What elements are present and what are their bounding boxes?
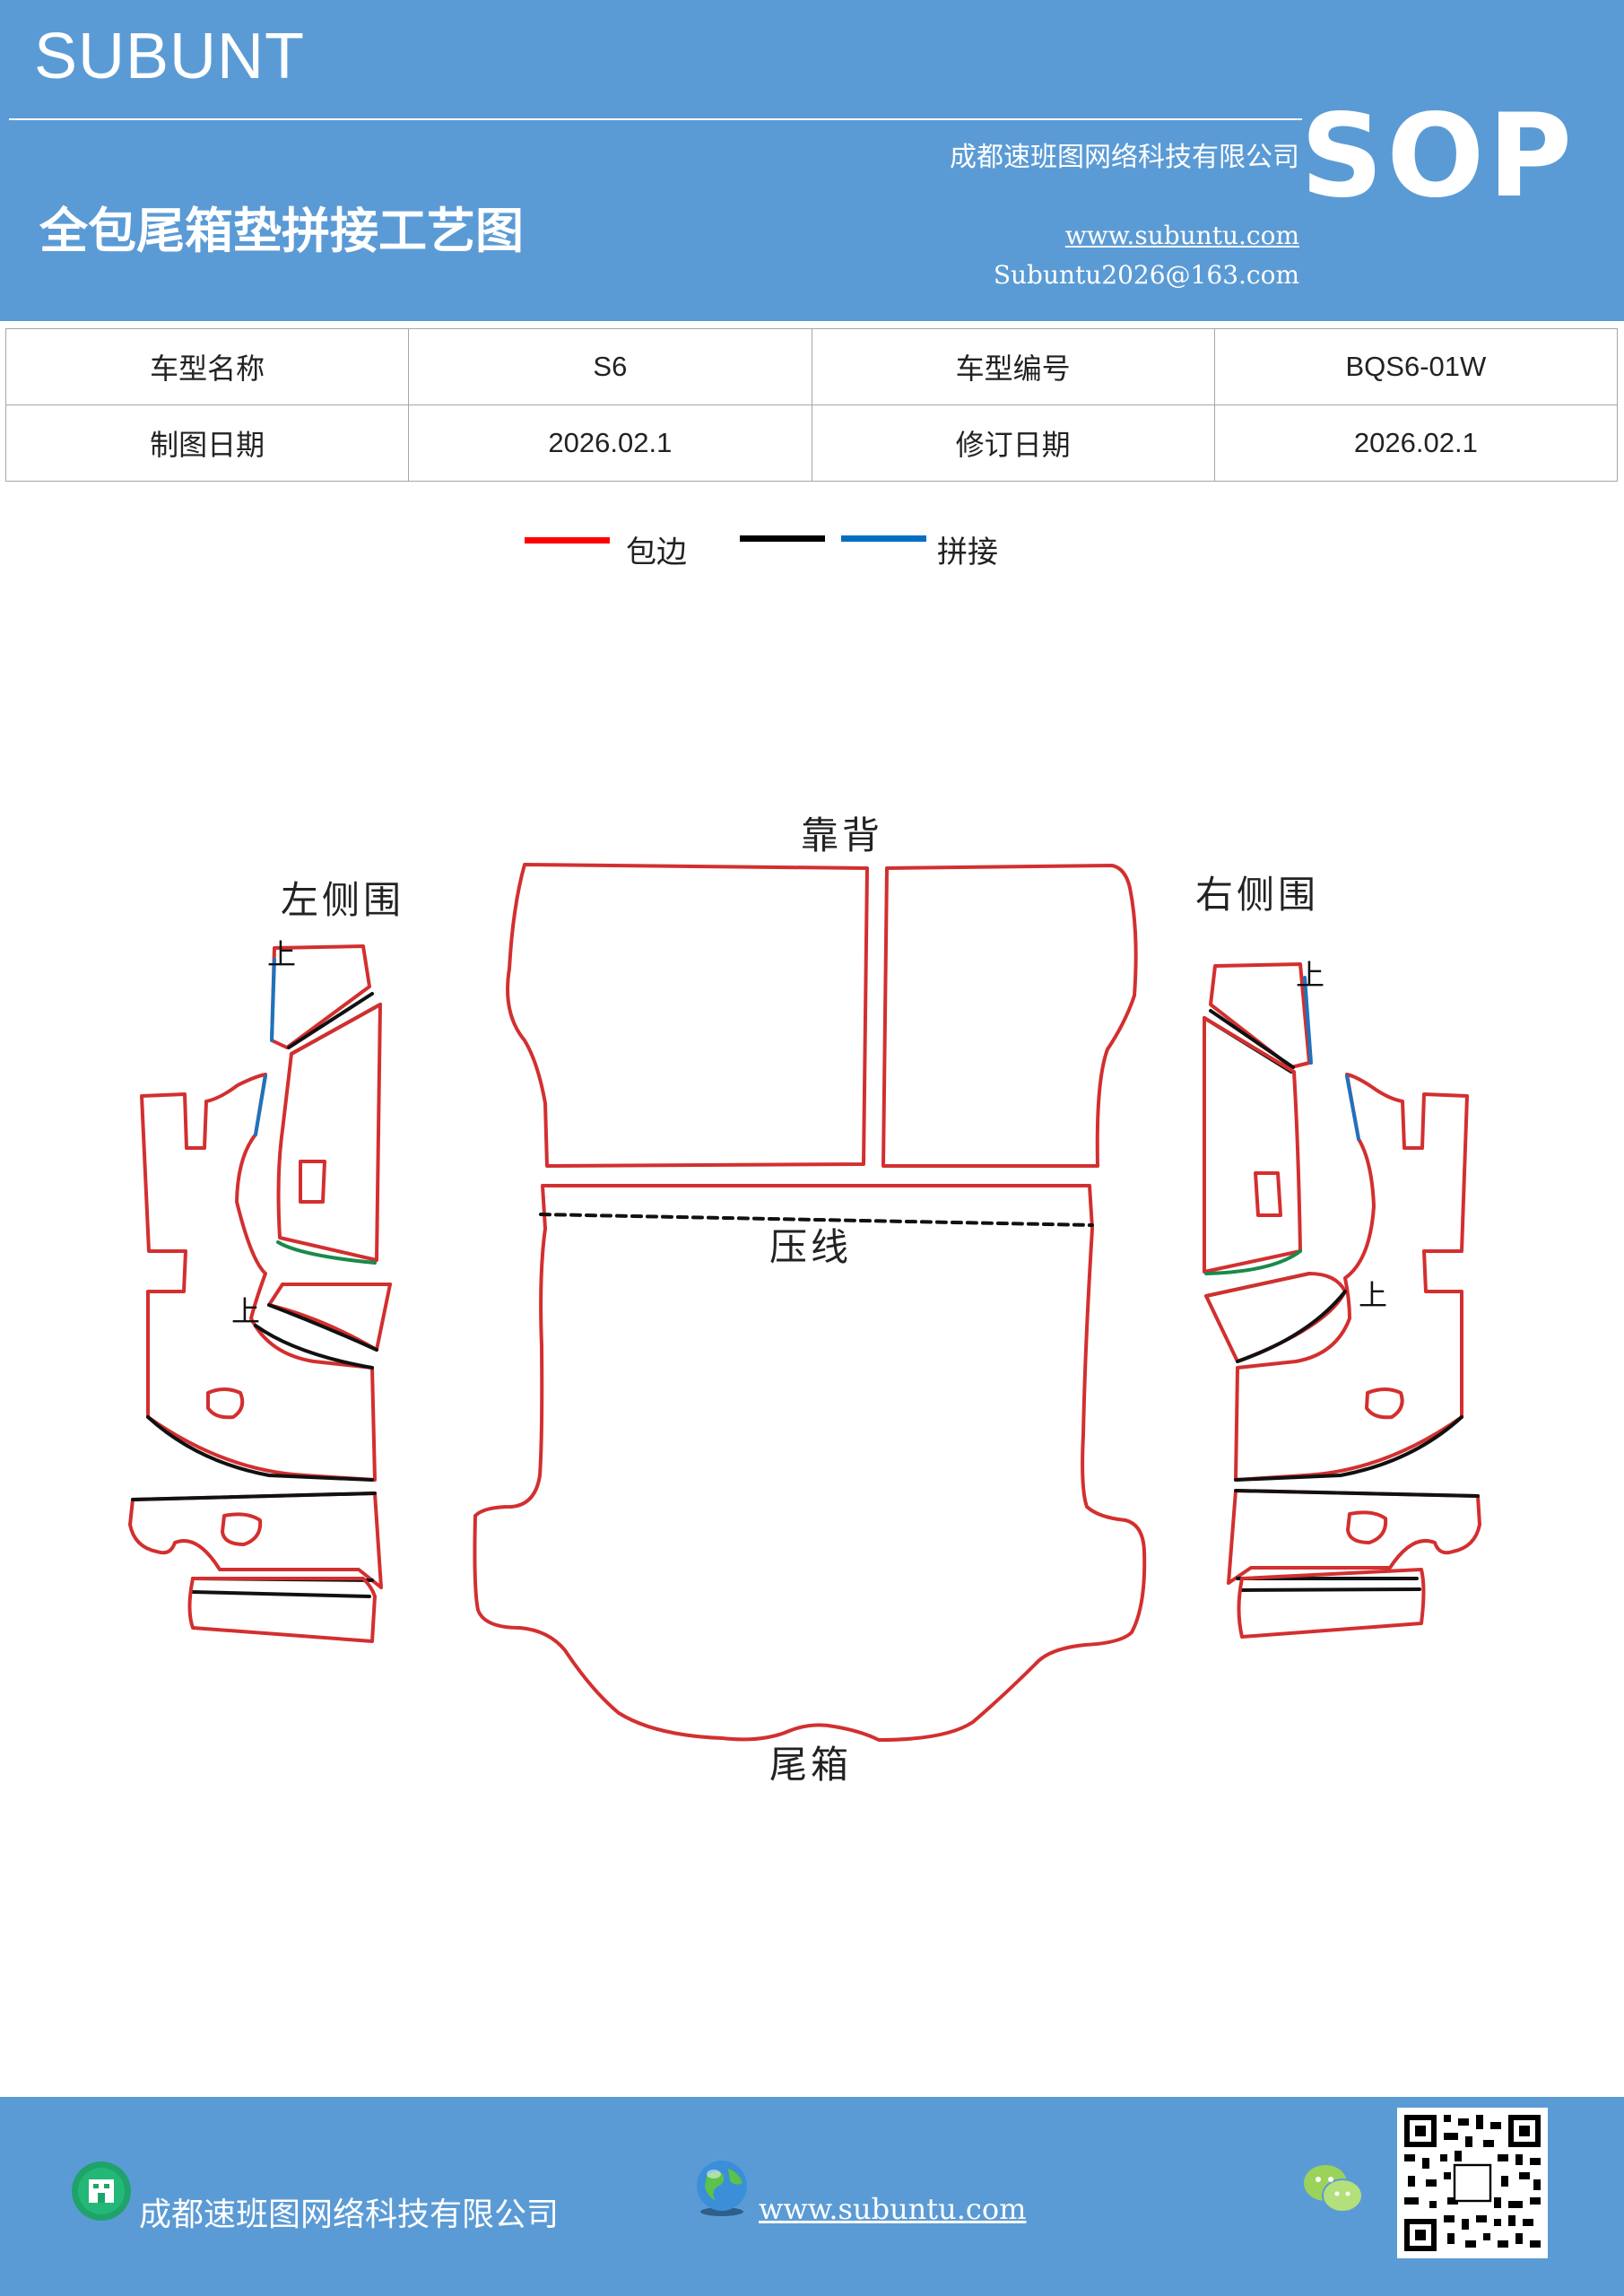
left-side-splice-1: [270, 958, 276, 1042]
left-side-bottom-piece: [128, 1492, 383, 1589]
footer-company-name: 成都速班图网络科技有限公司: [139, 2196, 560, 2233]
legend-splice-swatch: [841, 535, 926, 542]
right-side-main-piece: [1234, 1073, 1469, 1482]
trunk-floor-panel: [473, 1184, 1147, 1742]
model-name-value: S6: [408, 328, 812, 405]
legend-splice-label: 拼接: [937, 535, 998, 570]
revision-date-label: 修订日期: [811, 404, 1215, 482]
vehicle-info-table: 车型名称 S6 车型编号 BQS6-01W 制图日期 2026.02.1 修订日…: [4, 328, 1619, 482]
table-row: 车型名称 S6 车型编号 BQS6-01W: [4, 328, 1619, 405]
right-side-strip: [1237, 1568, 1426, 1639]
model-name-label: 车型名称: [4, 328, 410, 405]
right-side-hole-1: [1365, 1387, 1404, 1420]
qr-code-icon: [1397, 2108, 1548, 2258]
left-side-upper-seam: [287, 992, 382, 1056]
right-side-window: [1254, 1171, 1282, 1217]
legend-edge-swatch: [525, 537, 610, 544]
model-code-label: 车型编号: [811, 328, 1215, 405]
backrest-label: 靠背: [801, 813, 883, 857]
legend-edge-label: 包边: [626, 535, 687, 570]
left-side-window: [299, 1160, 326, 1204]
left-side-lower-piece: [267, 1283, 392, 1352]
press-line-label: 压线: [769, 1225, 852, 1269]
revision-date-value: 2026.02.1: [1213, 404, 1619, 482]
up-mark-left-2: 上: [231, 1294, 260, 1328]
left-side-hole-1: [206, 1387, 245, 1420]
backrest-left-panel: [506, 863, 869, 1168]
sop-tag: SOP: [1300, 90, 1576, 223]
draw-date-value: 2026.02.1: [408, 404, 812, 482]
left-side-seam-a: [254, 1303, 378, 1370]
right-side-label: 右侧围: [1195, 873, 1319, 917]
left-side-main-piece: [140, 1073, 377, 1482]
legend-seam-swatch: [740, 535, 825, 542]
left-side-splice-2: [254, 1074, 267, 1136]
up-mark-left-1: 上: [267, 937, 296, 971]
wechat-icon: [1304, 2165, 1363, 2213]
right-side-seam-b: [1234, 1415, 1463, 1482]
right-side-splice-2: [1345, 1074, 1360, 1141]
right-side-bottom-piece: [1227, 1489, 1481, 1585]
table-row: 制图日期 2026.02.1 修订日期 2026.02.1: [4, 404, 1619, 482]
globe-icon: [697, 2161, 747, 2216]
company-name: 成都速班图网络科技有限公司: [950, 142, 1299, 173]
header-banner: [0, 0, 1624, 321]
left-side-strip: [187, 1577, 377, 1643]
brand-name: SUBUNT: [34, 21, 306, 92]
model-code-value: BQS6-01W: [1213, 328, 1619, 405]
left-side-label: 左侧围: [281, 878, 404, 922]
press-line: [539, 1213, 1094, 1227]
email-address: Subuntu2026@163.com: [993, 260, 1299, 290]
up-mark-right-1: 上: [1296, 958, 1324, 992]
draw-date-label: 制图日期: [4, 404, 410, 482]
footer-website-link[interactable]: www.subuntu.com: [759, 2192, 1027, 2226]
left-side-seam-b: [146, 1415, 374, 1482]
right-side-mid-piece: [1203, 1016, 1302, 1274]
up-mark-right-2: 上: [1359, 1278, 1387, 1312]
building-icon: [72, 2161, 131, 2221]
right-side-green-seam: [1204, 1249, 1302, 1275]
right-side-splice-1: [1303, 976, 1313, 1065]
trunk-label: 尾箱: [769, 1743, 852, 1787]
left-side-seam-c: [131, 1492, 377, 1598]
website-link[interactable]: www.subuntu.com: [1064, 221, 1299, 250]
right-side-seam-a: [1236, 1290, 1347, 1363]
left-side-mid-piece: [276, 1003, 382, 1262]
document-title: 全包尾箱垫拼接工艺图: [39, 203, 524, 259]
left-side-green-seam: [276, 1240, 377, 1265]
header-divider: [9, 118, 1302, 120]
backrest-right-panel: [881, 864, 1138, 1168]
right-side-lower-piece: [1204, 1272, 1347, 1363]
right-side-upper-piece: [1209, 962, 1311, 1069]
left-side-hole-2: [221, 1512, 263, 1546]
right-side-hole-2: [1346, 1510, 1388, 1544]
